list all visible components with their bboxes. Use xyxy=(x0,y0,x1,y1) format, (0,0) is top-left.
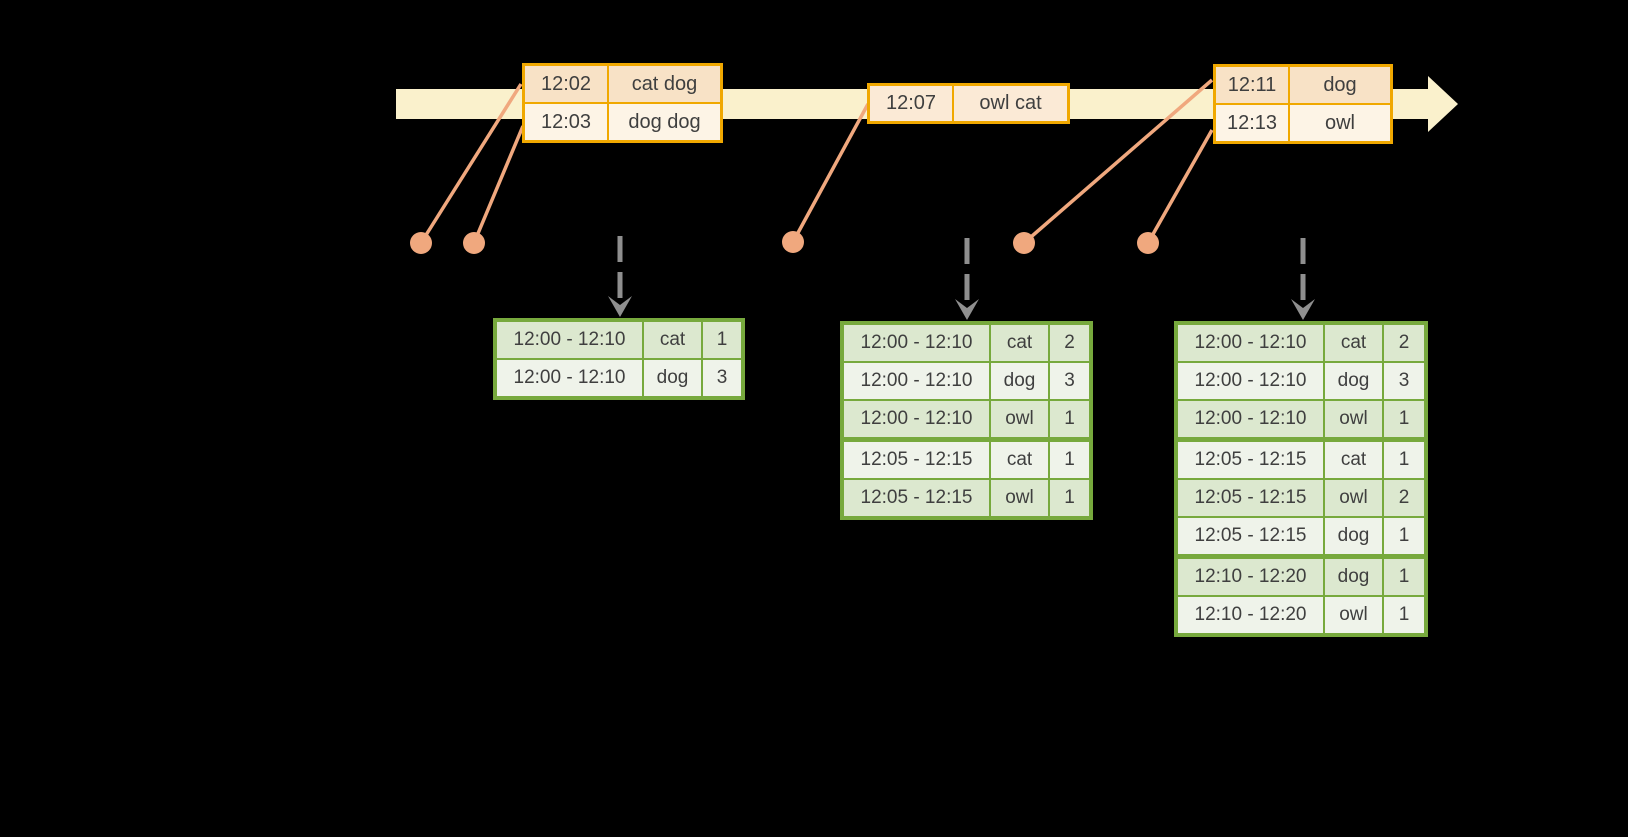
event-words-cell: owl cat xyxy=(952,86,1067,121)
event-row: 12:11 dog xyxy=(1216,67,1390,103)
word-cell: cat xyxy=(1323,325,1382,361)
count-cell: 2 xyxy=(1382,480,1424,516)
event-time-cell: 12:11 xyxy=(1227,74,1277,96)
count-cell: 1 xyxy=(701,322,741,358)
window-cell: 12:05 - 12:15 xyxy=(1194,449,1307,470)
event-record-table-3: 12:11 dog 12:13 owl xyxy=(1213,64,1393,144)
window-cell: 12:00 - 12:10 xyxy=(513,367,626,388)
event-words-cell: owl xyxy=(1288,105,1390,141)
event-dot xyxy=(410,232,432,254)
event-connector-line xyxy=(1022,78,1214,245)
word-cell: owl xyxy=(1323,597,1382,633)
trigger-arrowhead-icon xyxy=(608,296,632,317)
window-cell: 12:05 - 12:15 xyxy=(860,487,973,508)
trigger-arrowhead-icon xyxy=(1291,299,1315,320)
window-cell: 12:10 - 12:20 xyxy=(1194,604,1307,625)
count-cell: 1 xyxy=(1382,401,1424,437)
trigger-arrows xyxy=(608,236,1315,320)
count-cell: 2 xyxy=(1048,325,1089,361)
word-cell: cat xyxy=(1323,442,1382,478)
event-connector-lines xyxy=(419,78,1214,245)
count-cell: 1 xyxy=(1048,401,1089,437)
window-cell: 12:05 - 12:15 xyxy=(860,449,973,470)
event-connector-line xyxy=(1146,129,1214,244)
count-cell: 1 xyxy=(1382,518,1424,554)
event-dot xyxy=(1013,232,1035,254)
window-cell: 12:05 - 12:15 xyxy=(1194,487,1307,508)
word-cell: owl xyxy=(1323,401,1382,437)
event-time-cell: 12:03 xyxy=(540,111,592,133)
event-time-cell: 12:02 xyxy=(540,73,592,95)
count-cell: 1 xyxy=(1382,559,1424,595)
count-cell: 1 xyxy=(1382,442,1424,478)
event-connector-line xyxy=(791,103,870,243)
count-cell: 3 xyxy=(701,360,741,396)
word-cell: cat xyxy=(642,322,701,358)
word-cell: dog xyxy=(989,363,1048,399)
event-words-cell: dog dog xyxy=(607,104,720,140)
count-cell: 1 xyxy=(1048,442,1089,478)
event-row: 12:07 owl cat xyxy=(870,86,1067,121)
window-cell: 12:00 - 12:10 xyxy=(1194,408,1307,429)
window-cell: 12:00 - 12:10 xyxy=(860,370,973,391)
word-cell: owl xyxy=(989,401,1048,437)
window-cell: 12:00 - 12:10 xyxy=(513,329,626,350)
event-row: 12:13 owl xyxy=(1216,103,1390,141)
word-cell: dog xyxy=(1323,559,1382,595)
count-cell: 1 xyxy=(1382,597,1424,633)
timeline-arrowhead-icon xyxy=(1428,76,1458,132)
event-time-cell: 12:07 xyxy=(885,92,937,114)
event-dots xyxy=(410,231,1159,254)
event-record-table-1: 12:02 cat dog 12:03 dog dog xyxy=(522,63,723,143)
trigger-arrowhead-icon xyxy=(955,299,979,320)
event-dot xyxy=(782,231,804,253)
window-cell: 12:05 - 12:15 xyxy=(1194,525,1307,546)
window-cell: 12:00 - 12:10 xyxy=(860,332,973,353)
event-connector-line xyxy=(419,83,523,244)
count-cell: 3 xyxy=(1382,363,1424,399)
word-cell: owl xyxy=(989,480,1048,516)
event-time-cell: 12:13 xyxy=(1226,112,1278,134)
count-cell: 2 xyxy=(1382,325,1424,361)
word-cell: cat xyxy=(989,442,1048,478)
event-words-cell: dog xyxy=(1288,67,1390,103)
count-cell: 3 xyxy=(1048,363,1089,399)
count-cell: 1 xyxy=(1048,480,1089,516)
event-dot xyxy=(1137,232,1159,254)
word-cell: owl xyxy=(1323,480,1382,516)
window-cell: 12:00 - 12:10 xyxy=(860,408,973,429)
event-words-cell: cat dog xyxy=(607,66,720,102)
word-cell: dog xyxy=(1323,363,1382,399)
word-cell: dog xyxy=(642,360,701,396)
word-cell: dog xyxy=(1323,518,1382,554)
event-row: 12:03 dog dog xyxy=(525,102,720,140)
window-cell: 12:00 - 12:10 xyxy=(1194,332,1307,353)
event-record-table-2: 12:07 owl cat xyxy=(867,83,1070,124)
event-dot xyxy=(463,232,485,254)
event-row: 12:02 cat dog xyxy=(525,66,720,102)
window-cell: 12:10 - 12:20 xyxy=(1194,566,1307,587)
event-connector-line xyxy=(472,125,525,244)
window-cell: 12:00 - 12:10 xyxy=(1194,370,1307,391)
word-cell: cat xyxy=(989,325,1048,361)
